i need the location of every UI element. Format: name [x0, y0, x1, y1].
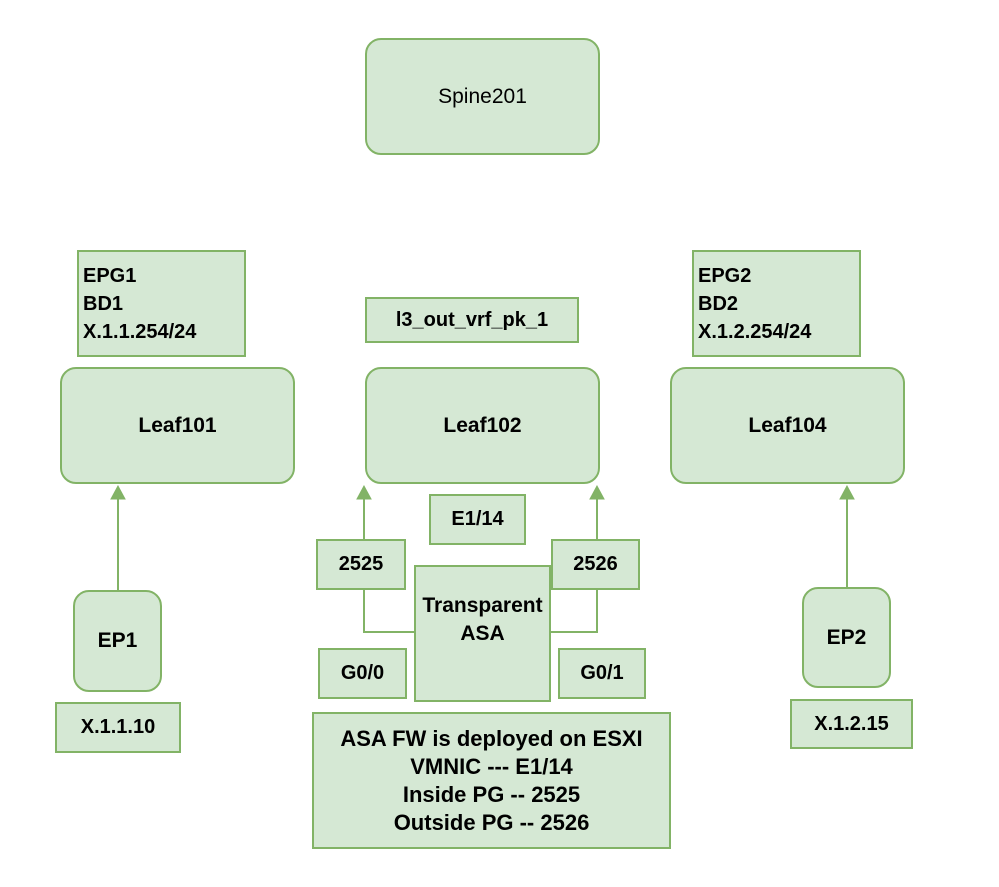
- bd1-subnet-label: X.1.1.254/24: [83, 321, 197, 343]
- leaf101-node: Leaf101: [60, 367, 295, 484]
- asa-deployment-note: ASA FW is deployed on ESXI VMNIC --- E1/…: [312, 712, 671, 849]
- leaf102-node: Leaf102: [365, 367, 600, 484]
- note-line-3: Inside PG -- 2525: [402, 781, 581, 807]
- port-2526-box: 2526: [551, 539, 640, 590]
- bd2-label: BD2: [698, 293, 739, 315]
- ep1-node: EP1: [73, 590, 162, 692]
- transparent-asa-node: Transparent ASA: [414, 565, 551, 702]
- port-2525-label: 2525: [338, 553, 384, 575]
- spine201-label: Spine201: [438, 84, 527, 108]
- port-2525-box: 2525: [316, 539, 406, 590]
- arrow-leaf102-right-icon: [589, 484, 605, 500]
- epg1-info-box: EPG1 BD1 X.1.1.254/24: [77, 250, 246, 357]
- ep2-label: EP2: [826, 625, 867, 649]
- epg2-info-box: EPG2 BD2 X.1.2.254/24: [692, 250, 861, 357]
- leaf104-label: Leaf104: [748, 413, 827, 437]
- e1-14-port-box: E1/14: [429, 494, 526, 545]
- asa-label-line-2: ASA: [460, 621, 505, 645]
- epg1-label: EPG1: [83, 265, 137, 287]
- ep1-ip-label: X.1.1.10: [80, 716, 156, 738]
- bd1-label: BD1: [83, 293, 124, 315]
- ep2-ip-label: X.1.2.15: [814, 712, 889, 735]
- epg2-label: EPG2: [698, 265, 752, 287]
- g0-0-label: G0/0: [340, 662, 385, 684]
- ep1-ip-box: X.1.1.10: [55, 702, 181, 753]
- arrow-leaf101-icon: [110, 484, 126, 500]
- g0-1-port-box: G0/1: [558, 648, 646, 699]
- ep2-node: EP2: [802, 587, 891, 688]
- arrow-leaf104-icon: [839, 484, 855, 500]
- spine201-node: Spine201: [365, 38, 600, 155]
- note-line-1: ASA FW is deployed on ESXI: [340, 725, 643, 751]
- note-line-4: Outside PG -- 2526: [393, 809, 590, 835]
- bd2-subnet-label: X.1.2.254/24: [698, 321, 812, 343]
- g0-0-port-box: G0/0: [318, 648, 407, 699]
- arrow-leaf102-left-icon: [356, 484, 372, 500]
- leaf102-label: Leaf102: [443, 413, 522, 437]
- ep2-ip-box: X.1.2.15: [790, 699, 913, 749]
- leaf104-node: Leaf104: [670, 367, 905, 484]
- e1-14-label: E1/14: [451, 508, 504, 530]
- port-2526-label: 2526: [573, 553, 618, 575]
- g0-1-label: G0/1: [580, 662, 624, 684]
- leaf101-label: Leaf101: [138, 413, 217, 437]
- ep1-label: EP1: [97, 629, 138, 652]
- l3out-box: l3_out_vrf_pk_1: [365, 297, 579, 343]
- asa-label-line-1: Transparent: [422, 593, 543, 617]
- l3out-label: l3_out_vrf_pk_1: [395, 308, 549, 331]
- note-line-2: VMNIC --- E1/14: [410, 753, 573, 779]
